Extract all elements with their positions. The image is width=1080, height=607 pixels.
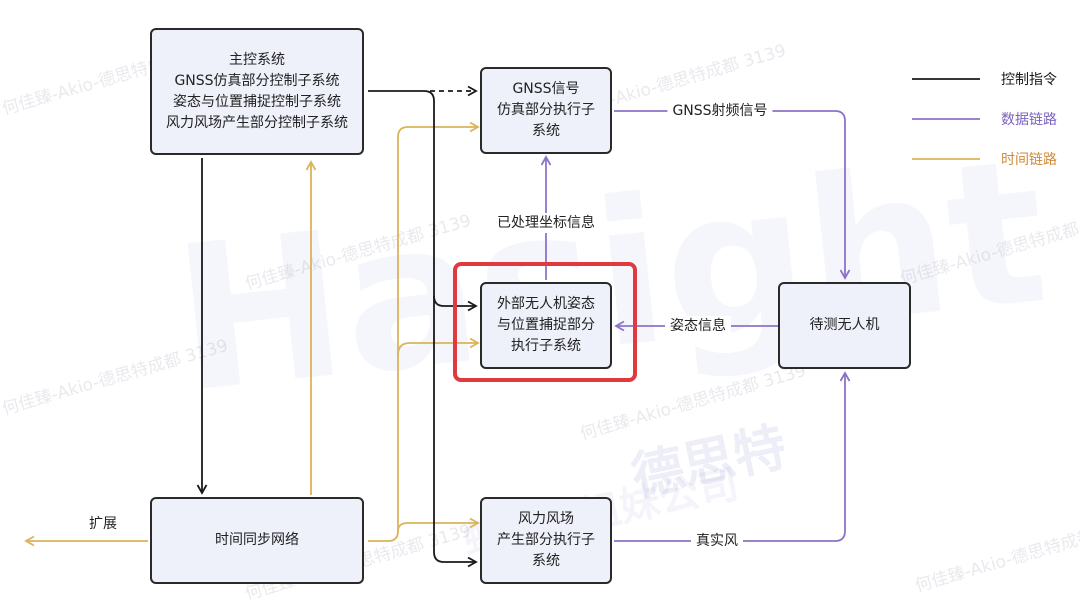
legend-label-time: 时间链路: [1001, 152, 1057, 168]
wind-node-line: 产生部分执行子: [497, 532, 595, 548]
highlight-frame: [453, 262, 637, 382]
edge-label-real-wind: 真实风: [691, 531, 743, 551]
capture-node-line: 与位置捕捉部分: [497, 317, 595, 333]
gnss-node-line: 系统: [532, 123, 560, 139]
master-control-line: 风力风场产生部分控制子系统: [166, 114, 348, 131]
master-control-system-box: 主控系统 GNSS仿真部分控制子系统 姿态与位置捕捉控制子系统 风力风场产生部分…: [150, 28, 364, 155]
capture-execution-subsystem-box: 外部无人机姿态 与位置捕捉部分 执行子系统: [480, 282, 612, 369]
control-link-master-to-capture: [368, 90, 478, 312]
wind-node-line: 系统: [532, 553, 560, 569]
edge-label-attitude-info: 姿态信息: [665, 316, 731, 336]
master-control-line: GNSS仿真部分控制子系统: [174, 72, 340, 89]
legend-label-control: 控制指令: [1001, 72, 1057, 88]
gnss-node-line: GNSS信号: [512, 81, 580, 97]
wind-field-execution-subsystem-box: 风力风场 产生部分执行子 系统: [480, 497, 612, 584]
uav-under-test-box: 待测无人机: [778, 282, 911, 369]
control-link-master-to-wind: [433, 296, 478, 568]
master-control-title: 主控系统: [229, 51, 285, 68]
uav-label: 待测无人机: [809, 317, 880, 333]
capture-node-line: 执行子系统: [511, 338, 581, 354]
gnss-node-line: 仿真部分执行子: [497, 102, 595, 118]
time-link-timesync-to-gnss: [368, 121, 480, 542]
edge-label-processed-coords: 已处理坐标信息: [492, 213, 600, 233]
data-link-gnss-to-uav: [614, 110, 851, 280]
capture-node-line: 外部无人机姿态: [497, 296, 595, 312]
wind-node-line: 风力风场: [518, 511, 574, 527]
master-control-line: 姿态与位置捕捉控制子系统: [173, 93, 341, 110]
edge-label-gnss-rf-signal: GNSS射频信号: [667, 101, 773, 121]
time-sync-label: 时间同步网络: [215, 532, 299, 548]
edge-label-expand: 扩展: [89, 516, 117, 532]
legend-label-data: 数据链路: [1001, 112, 1057, 128]
data-link-wind-to-uav: [614, 371, 851, 542]
time-sync-network-box: 时间同步网络: [150, 497, 364, 584]
time-link-timesync-to-capture: [397, 337, 480, 356]
time-link-timesync-to-wind: [397, 517, 480, 532]
gnss-execution-subsystem-box: GNSS信号 仿真部分执行子 系统: [480, 67, 612, 154]
